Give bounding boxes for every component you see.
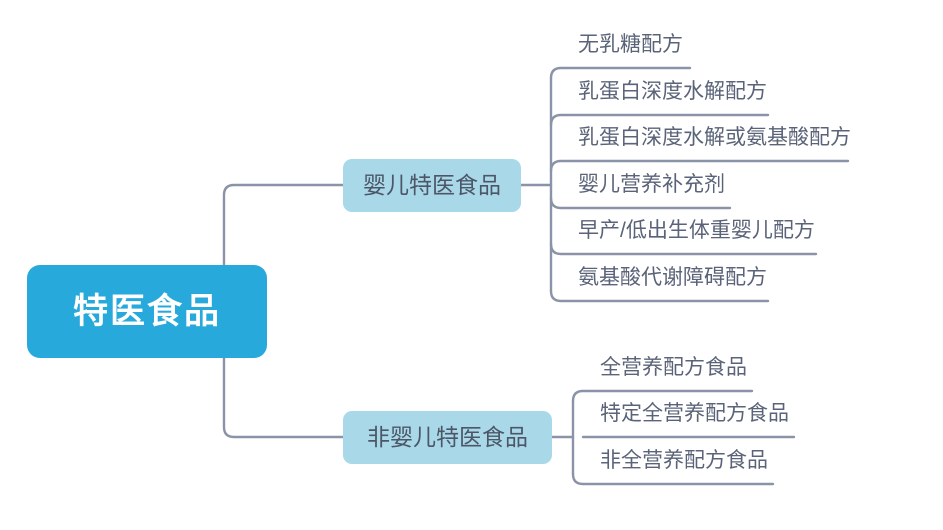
root-node-label: 特医食品 — [72, 292, 221, 331]
branch-node-noninfant[interactable]: 非婴儿特医食品 — [343, 411, 552, 464]
leaf-node-infant-2-label: 乳蛋白深度水解配方 — [578, 80, 767, 103]
root-node[interactable]: 特医食品 — [27, 265, 267, 358]
leaf-node-infant-5[interactable]: 早产/低出生体重婴儿配方 — [578, 220, 815, 242]
leaf-node-infant-1-label: 无乳糖配方 — [578, 33, 683, 56]
wire-infant-leaf-5 — [549, 242, 818, 256]
wire-infant-leaf-1 — [549, 66, 692, 80]
leaf-node-noninfant-3[interactable]: 非全营养配方食品 — [600, 450, 768, 472]
wire-infant-leaf-3 — [549, 159, 850, 173]
wire-noninfant-leaf-3 — [571, 472, 775, 486]
leaf-node-infant-5-label: 早产/低出生体重婴儿配方 — [578, 219, 815, 242]
leaf-node-noninfant-2-label: 特定全营养配方食品 — [600, 402, 789, 425]
leaf-node-infant-4-label: 婴儿营养补充剂 — [578, 173, 725, 196]
wire-infant-leaf-6 — [549, 289, 770, 303]
branch-node-infant-label: 婴儿特医食品 — [363, 172, 501, 198]
leaf-node-noninfant-3-label: 非全营养配方食品 — [600, 449, 768, 472]
leaf-node-infant-4[interactable]: 婴儿营养补充剂 — [578, 174, 725, 196]
leaf-node-infant-3-label: 乳蛋白深度水解或氨基酸配方 — [578, 126, 851, 149]
leaf-node-noninfant-1-label: 全营养配方食品 — [600, 356, 747, 379]
leaf-node-infant-2[interactable]: 乳蛋白深度水解配方 — [578, 81, 767, 103]
leaf-node-infant-3[interactable]: 乳蛋白深度水解或氨基酸配方 — [578, 127, 851, 149]
branch-node-noninfant-label: 非婴儿特医食品 — [367, 424, 528, 450]
branch-node-infant[interactable]: 婴儿特医食品 — [343, 159, 521, 212]
wire-infant-leaf-2 — [549, 113, 770, 127]
leaf-node-noninfant-1[interactable]: 全营养配方食品 — [600, 357, 747, 379]
leaf-node-infant-6-label: 氨基酸代谢障碍配方 — [578, 266, 767, 289]
wire-infant-leaf-4 — [549, 196, 732, 210]
leaf-node-infant-1[interactable]: 无乳糖配方 — [578, 34, 683, 56]
leaf-node-infant-6[interactable]: 氨基酸代谢障碍配方 — [578, 267, 767, 289]
leaf-node-noninfant-2[interactable]: 特定全营养配方食品 — [600, 403, 789, 425]
wire-noninfant-leaf-1 — [571, 389, 754, 403]
